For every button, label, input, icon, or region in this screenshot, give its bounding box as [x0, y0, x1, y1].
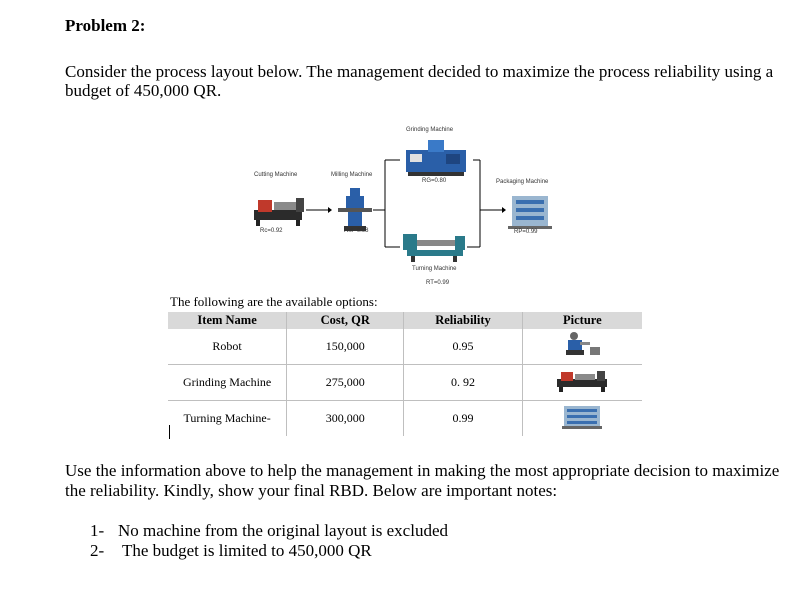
picture-cell: [521, 364, 642, 401]
conclusion-paragraph: Use the information above to help the ma…: [65, 461, 780, 500]
cutting-reliability: Rc=0.92: [260, 228, 283, 234]
robot-icon: [566, 331, 601, 355]
notes-list: 1- No machine from the original layout is…: [90, 521, 448, 561]
header-reliability: Reliability: [403, 312, 523, 329]
picture-cell: [521, 400, 642, 436]
options-header-row: Item Name Cost, QR Reliability Picture: [168, 312, 642, 329]
picture-cell: [521, 329, 642, 365]
table-row: Grinding Machine 275,000 0. 92: [168, 364, 642, 401]
milling-machine-icon: [338, 188, 372, 231]
note-text: The budget is limited to 450,000 QR: [118, 541, 372, 560]
cutting-machine-icon: [254, 198, 304, 226]
options-table: Item Name Cost, QR Reliability Picture R…: [168, 312, 642, 436]
cost-cell: 150,000: [286, 329, 404, 365]
note-number: 1-: [90, 521, 105, 540]
arrowhead-2: [502, 207, 506, 213]
cost-cell: 300,000: [286, 400, 404, 436]
reliability-cell: 0. 92: [403, 364, 523, 401]
cutting-machine-label: Cutting Machine: [254, 172, 298, 178]
problem-heading: Problem 2:: [65, 16, 146, 35]
options-caption: The following are the available options:: [170, 294, 378, 309]
item-name-cell: Robot: [212, 339, 242, 353]
rbd-diagram: [254, 140, 552, 262]
packaging-reliability: RP=0.99: [514, 229, 538, 235]
turning-reliability: RT=0.99: [426, 280, 450, 286]
cost-cell: 275,000: [286, 364, 404, 401]
grinding-machine-icon: [406, 140, 466, 176]
item-name-cell: Turning Machine-: [168, 400, 287, 436]
milling-machine-label: Milling Machine: [331, 172, 373, 178]
turning-machine-label: Turning Machine: [412, 266, 457, 272]
header-item-name: Item Name: [168, 312, 287, 329]
milling-reliability: RM=0.98: [344, 228, 369, 234]
grinding-machine-label: Grinding Machine: [406, 127, 454, 133]
packaging-machine-label: Packaging Machine: [496, 179, 549, 185]
reliability-cell: 0.99: [403, 400, 523, 436]
list-item: 2- The budget is limited to 450,000 QR: [90, 541, 448, 561]
table-row: Turning Machine- 300,000 0.99: [168, 400, 642, 436]
turning-machine-icon: [403, 234, 465, 262]
text-cursor: [169, 425, 170, 439]
turning-machine-icon: [562, 405, 603, 429]
arrowhead-1: [328, 207, 332, 213]
table-row: Robot 150,000 0.95: [168, 329, 642, 365]
packaging-machine-icon: [508, 196, 552, 229]
grinding-reliability: RG=0.80: [422, 178, 447, 184]
process-layout-diagram: Cutting Machine Rc=0.92 Milling Machine …: [240, 120, 580, 295]
grinding-machine-icon: [557, 370, 608, 392]
item-name-cell: Grinding Machine: [168, 364, 287, 401]
problem-intro: Consider the process layout below. The m…: [65, 62, 774, 100]
reliability-cell: 0.95: [403, 329, 523, 365]
header-picture: Picture: [521, 312, 642, 329]
header-cost: Cost, QR: [286, 312, 404, 329]
list-item: 1- No machine from the original layout is…: [90, 521, 448, 541]
note-number: 2-: [90, 541, 105, 560]
note-text: No machine from the original layout is e…: [118, 521, 448, 540]
